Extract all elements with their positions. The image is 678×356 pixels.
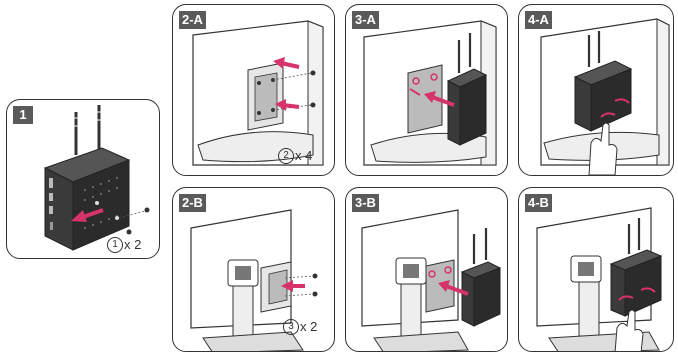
attach-pc-stand-illustration: [346, 188, 508, 352]
step-3a-panel: 3-A: [345, 4, 508, 176]
screw-multiplier: x 2: [300, 319, 317, 334]
step-label: 3-B: [352, 194, 379, 212]
screw-number: 3: [283, 319, 299, 335]
screw-number: 2: [278, 148, 294, 164]
screw-number: 1: [107, 237, 123, 253]
step-label: 4-A: [525, 11, 552, 29]
secure-pc-illustration: [519, 5, 674, 176]
attach-pc-illustration: [346, 5, 508, 176]
step-label: 1: [13, 106, 33, 124]
screw-multiplier: x 4: [295, 148, 312, 163]
step-4b-panel: 4-B: [518, 187, 674, 352]
step-label: 2-B: [179, 194, 206, 212]
step-4a-panel: 4-A: [518, 4, 674, 176]
step-label: 2-A: [179, 11, 206, 29]
screw-multiplier: x 2: [124, 237, 141, 252]
secure-pc-stand-illustration: [519, 188, 674, 352]
step-label: 4-B: [525, 194, 552, 212]
step-3b-panel: 3-B: [345, 187, 508, 352]
step-label: 3-A: [352, 11, 379, 29]
